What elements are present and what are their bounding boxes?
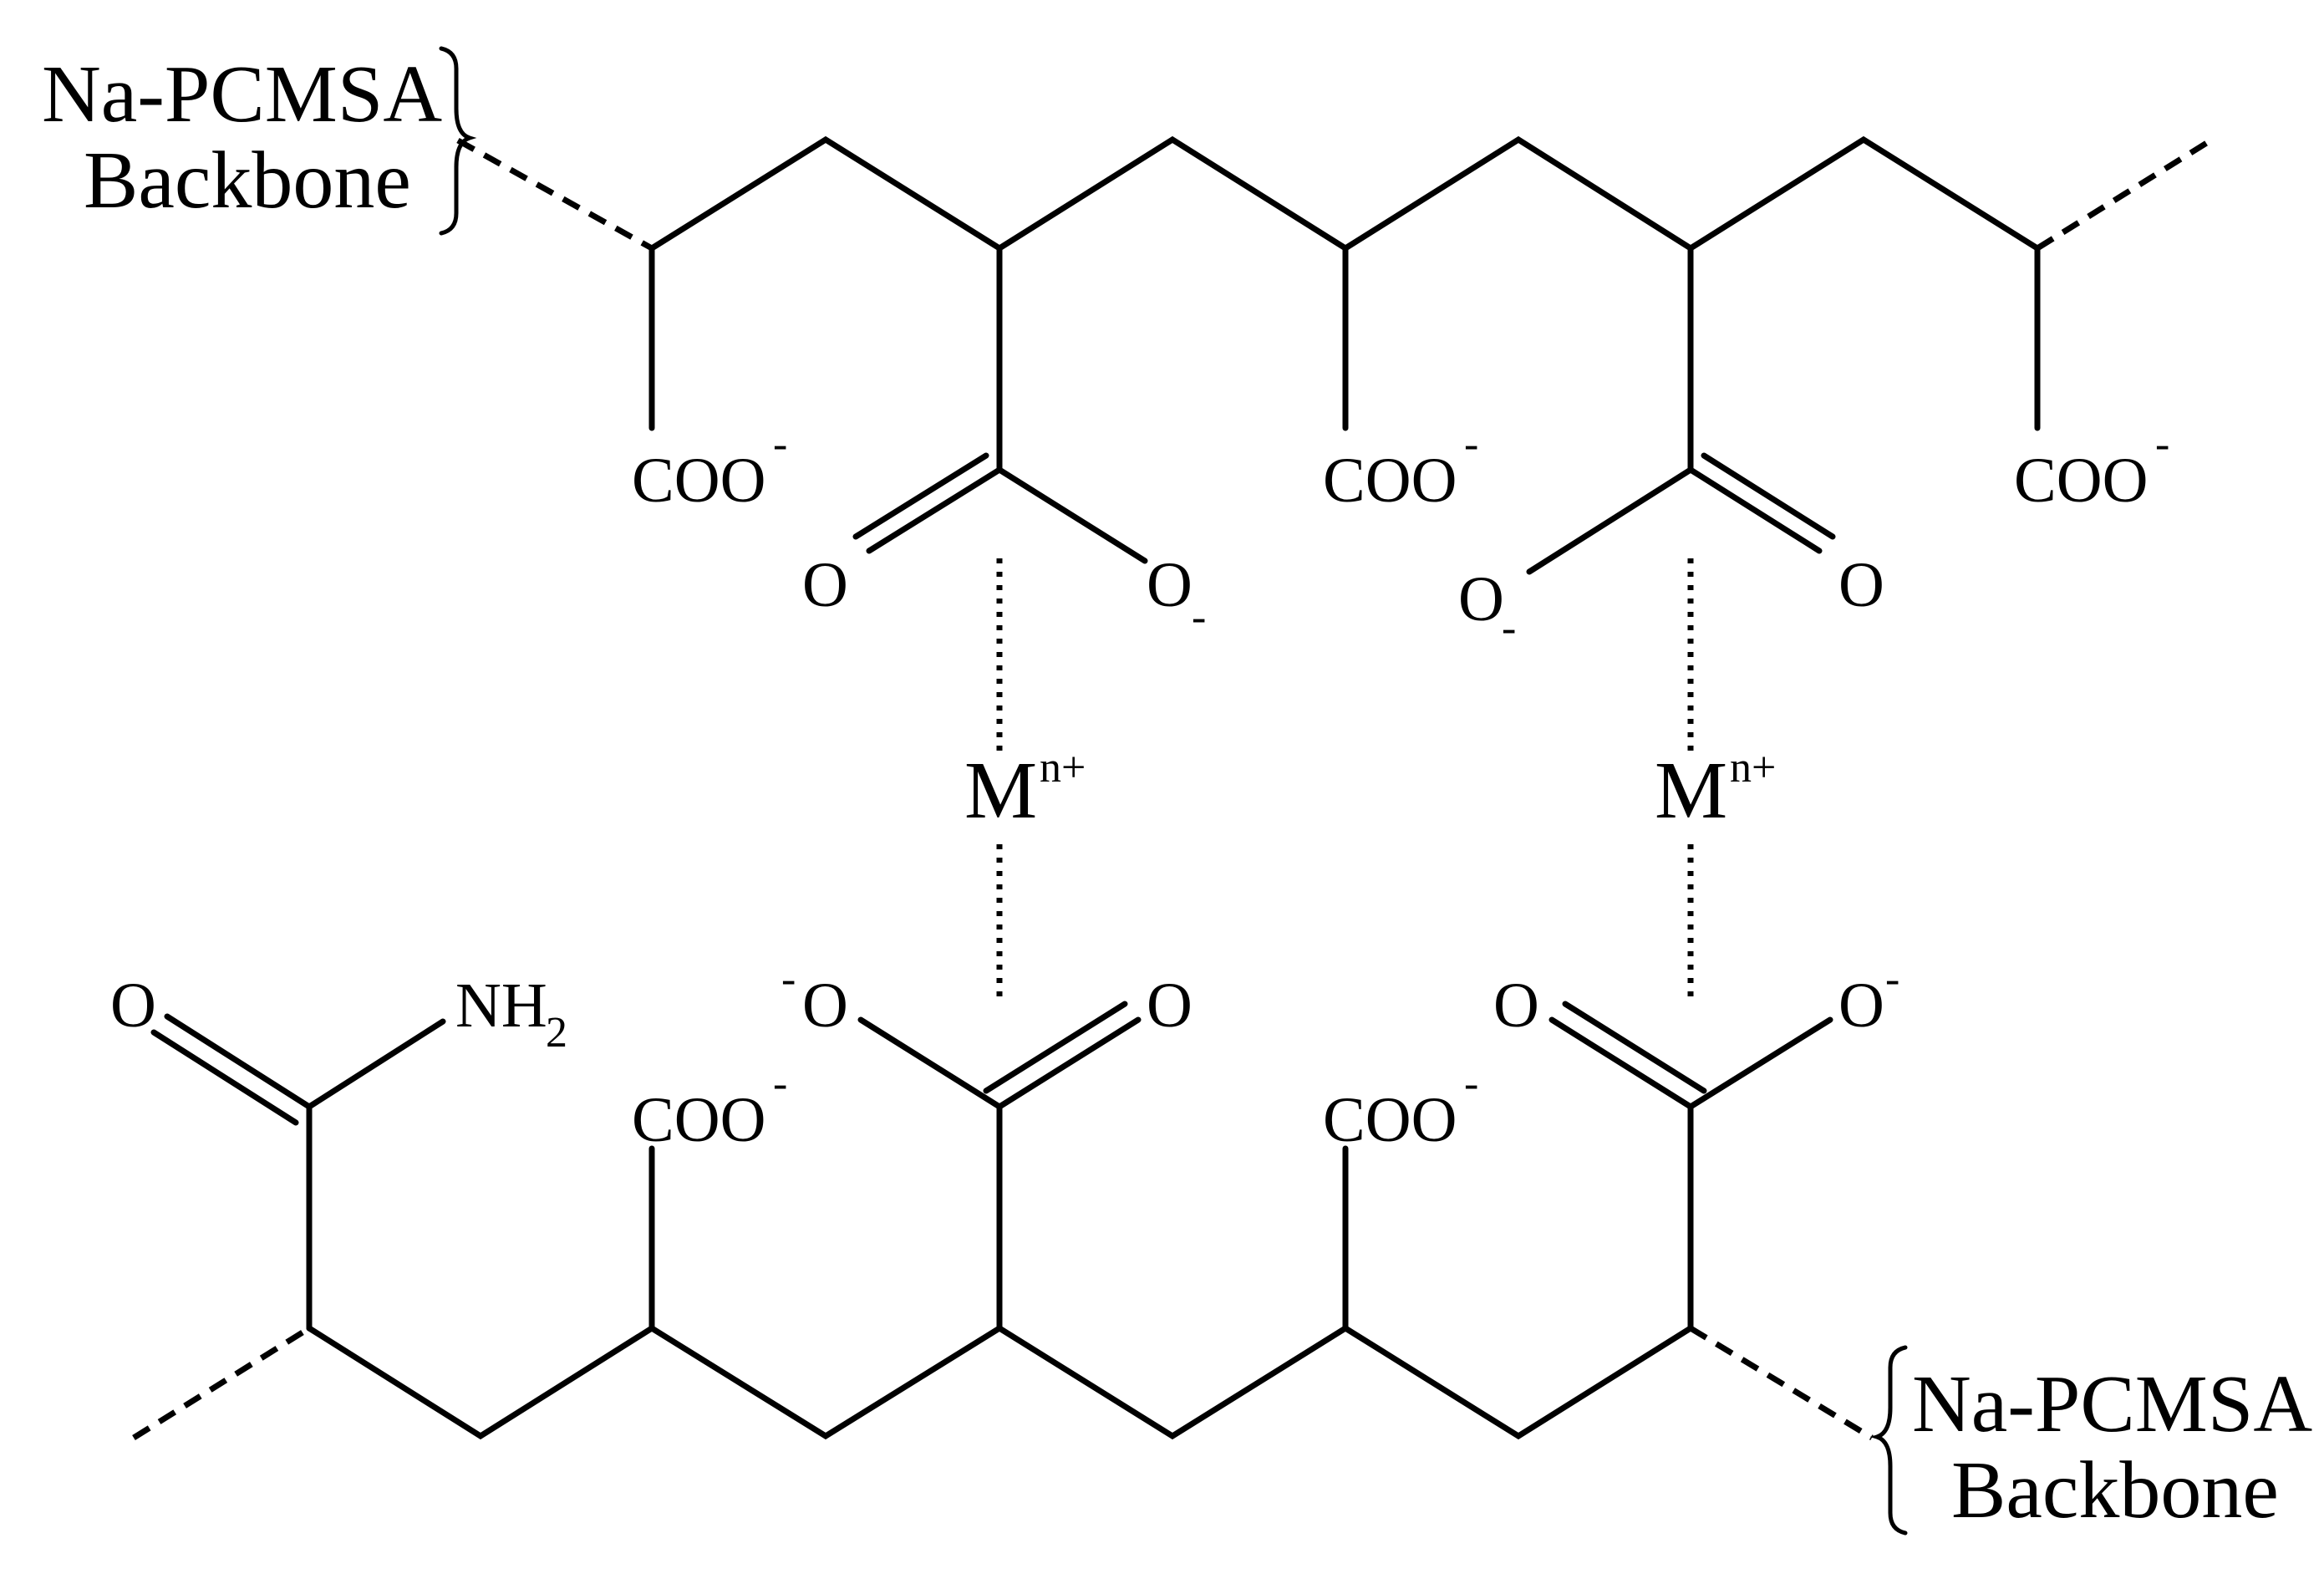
top-coo-charge-2: - xyxy=(1464,420,1478,468)
double-bond-outer xyxy=(1687,466,1823,554)
top-pendant-bonds xyxy=(648,245,2041,473)
amide-subscript: 2 xyxy=(546,1009,567,1057)
double-bond-inner xyxy=(1701,452,1836,540)
top-coo-label-1: COO xyxy=(632,446,765,516)
oxygen-label: O xyxy=(1838,970,1884,1041)
oxygen-charge: - xyxy=(781,955,796,1003)
oxygen-label: O xyxy=(802,550,848,620)
oxygen-label: O xyxy=(1147,970,1193,1041)
bottom-backbone-chain xyxy=(132,1324,1874,1440)
backbone-bottom-line2: Backbone xyxy=(1951,1445,2279,1536)
double-bond-outer xyxy=(866,466,1003,554)
metal-charge: n+ xyxy=(1040,744,1086,792)
metal-charge: n+ xyxy=(1730,744,1776,792)
oxygen-charge: - xyxy=(1192,593,1206,641)
double-bond-inner xyxy=(150,1029,299,1126)
top-coordinating-carboxylate-left: O O - xyxy=(802,452,1206,641)
oxygen-label: O xyxy=(1458,564,1504,634)
oxygen-charge: - xyxy=(1502,604,1516,652)
bottom-coordinating-carboxylate-right: O O - xyxy=(1493,955,1899,1110)
metal-ion-right: M n+ xyxy=(1655,744,1776,836)
oxygen-label: O xyxy=(1147,550,1193,620)
top-coo-charge-1: - xyxy=(773,420,787,468)
single-bond-o-minus xyxy=(857,1016,1003,1110)
oxygen-charge: - xyxy=(1885,955,1899,1003)
oxygen-label: O xyxy=(1838,550,1884,620)
double-bond-inner xyxy=(1562,1001,1707,1094)
single-bond-nh2 xyxy=(306,1018,446,1110)
amide-nh-label: NH xyxy=(455,970,547,1041)
bottom-carboxylate-1: COO - xyxy=(632,1060,787,1155)
brace-icon xyxy=(439,46,477,236)
oxygen-label: O xyxy=(802,970,848,1041)
metal-label: M xyxy=(1655,746,1727,836)
top-coordinating-carboxylate-right: O O - xyxy=(1458,452,1884,652)
bottom-chain-dashed-left xyxy=(132,1326,311,1440)
top-carboxylate-1: COO - xyxy=(632,420,787,516)
top-coo-label-3: COO xyxy=(2014,446,2148,516)
bottom-coo-charge-1: - xyxy=(773,1060,787,1108)
double-bond-inner xyxy=(983,1001,1128,1094)
bottom-coo-label-1: COO xyxy=(632,1085,765,1155)
single-bond-o-minus xyxy=(996,466,1148,564)
top-backbone-chain xyxy=(456,135,2214,252)
single-bond-o-minus xyxy=(1526,466,1694,575)
bottom-coo-label-2: COO xyxy=(1323,1085,1457,1155)
backbone-label-top: Na-PCMSA Backbone xyxy=(42,46,477,236)
double-bond-outer xyxy=(164,1013,313,1110)
bottom-coo-charge-2: - xyxy=(1464,1060,1478,1108)
backbone-top-line2: Backbone xyxy=(84,135,411,226)
top-carboxylate-3: COO - xyxy=(2014,420,2169,516)
bottom-chain-dashed-right xyxy=(1689,1326,1874,1440)
top-coo-charge-3: - xyxy=(2155,420,2169,468)
oxygen-label: O xyxy=(110,970,156,1041)
double-bond-outer xyxy=(996,1016,1142,1110)
bottom-pendant-bonds xyxy=(306,1103,1694,1332)
backbone-bottom-line1: Na-PCMSA xyxy=(1912,1359,2312,1449)
top-coo-label-2: COO xyxy=(1323,446,1457,516)
double-bond-outer xyxy=(1548,1016,1694,1110)
double-bond-inner xyxy=(852,452,989,540)
top-chain-dashed-right xyxy=(2036,137,2214,251)
amide-group: O NH 2 xyxy=(110,970,567,1126)
backbone-top-line1: Na-PCMSA xyxy=(42,49,442,140)
brace-icon xyxy=(1869,1345,1908,1536)
metal-label: M xyxy=(964,746,1037,836)
bottom-coordinating-carboxylate-left: - O O xyxy=(781,955,1193,1110)
metal-ion-left: M n+ xyxy=(964,744,1086,836)
bottom-chain-zigzag xyxy=(306,1324,1694,1440)
bottom-carboxylate-2: COO - xyxy=(1323,1060,1478,1155)
top-chain-zigzag xyxy=(648,135,2041,252)
backbone-label-bottom: Na-PCMSA Backbone xyxy=(1869,1345,2312,1536)
oxygen-label: O xyxy=(1493,970,1539,1041)
top-carboxylate-2: COO - xyxy=(1323,420,1478,516)
top-chain-dashed-left xyxy=(456,137,653,252)
single-bond-o-minus xyxy=(1687,1016,1833,1110)
